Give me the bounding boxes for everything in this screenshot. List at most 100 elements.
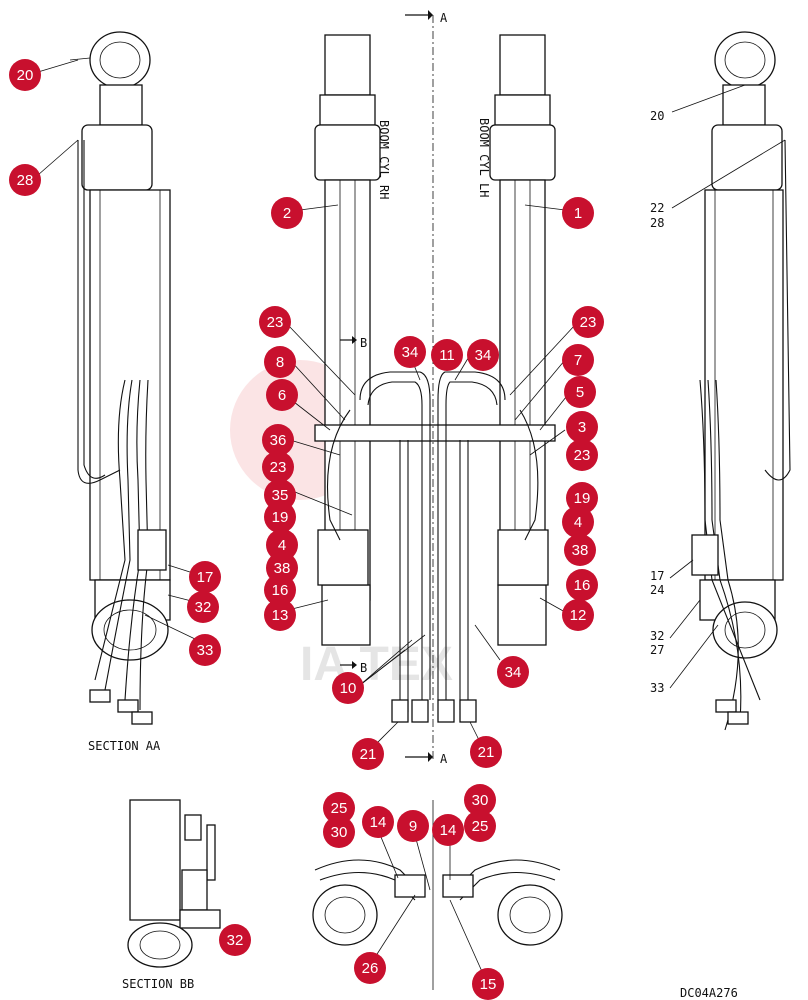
callout-5-label: 5 — [576, 384, 584, 401]
callout-3: 3 — [566, 411, 598, 443]
callout-36: 36 — [262, 424, 294, 456]
callout-23: 23 — [262, 451, 294, 483]
callout-4-marker — [266, 529, 298, 561]
ref-32-text: 32 — [650, 629, 664, 643]
callout-15-label: 15 — [480, 976, 497, 993]
callout-21-label: 21 — [478, 744, 495, 761]
callout-6-marker — [266, 379, 298, 411]
callout-34-label: 34 — [505, 664, 522, 681]
section-aa-label: SECTION AA — [88, 739, 161, 753]
callout-14-label: 14 — [440, 822, 457, 839]
callout-5-marker — [564, 376, 596, 408]
callout-21: 21 — [470, 736, 502, 768]
callout-16: 16 — [566, 569, 598, 601]
text-labels: SECTION AA SECTION BB DC04A276 BOOM CYL … — [88, 11, 786, 1000]
ref-33-text: 33 — [650, 681, 664, 695]
callout-21-marker — [470, 736, 502, 768]
boom-cyl-lh-label: BOOM CYL LH — [477, 118, 491, 197]
callout-13-marker — [264, 599, 296, 631]
center-cylinders — [314, 10, 556, 762]
callout-34-label: 34 — [475, 347, 492, 364]
ref-24-text: 24 — [650, 583, 664, 597]
callout-17-marker — [189, 561, 221, 593]
callout-23-marker — [262, 451, 294, 483]
ref-22-text: 22 — [650, 201, 664, 215]
section-marker-b-top: B — [360, 336, 367, 350]
callout-1-label: 1 — [574, 205, 582, 222]
callout-21: 21 — [352, 738, 384, 770]
callout-26: 26 — [354, 952, 386, 984]
callout-4: 4 — [266, 529, 298, 561]
callout-6: 6 — [266, 379, 298, 411]
section-marker-b-bottom: B — [360, 661, 367, 675]
callout-7-marker — [562, 344, 594, 376]
callout-32-marker — [187, 591, 219, 623]
callout-23-marker — [566, 439, 598, 471]
callout-32-marker — [219, 924, 251, 956]
callout-34-marker — [394, 336, 426, 368]
callout-32: 32 — [187, 591, 219, 623]
callout-14: 14 — [432, 814, 464, 846]
callout-3-label: 3 — [578, 419, 586, 436]
callout-14-marker — [362, 806, 394, 838]
callout-19: 19 — [264, 501, 296, 533]
callout-34: 34 — [394, 336, 426, 368]
callout-3-marker — [566, 411, 598, 443]
callout-10: 10 — [332, 672, 364, 704]
callout-35-marker — [264, 479, 296, 511]
callout-17: 17 — [189, 561, 221, 593]
drawing-code: DC04A276 — [680, 986, 738, 1000]
callout-38-label: 38 — [572, 542, 589, 559]
callout-32-label: 32 — [227, 932, 244, 949]
callout-34-label: 34 — [402, 344, 419, 361]
ref-20-text: 20 — [650, 109, 664, 123]
callout-4-marker — [562, 506, 594, 538]
callout-23: 23 — [566, 439, 598, 471]
callout-25-label: 25 — [472, 818, 489, 835]
callout-28: 28 — [9, 164, 41, 196]
callout-30: 30 — [323, 816, 355, 848]
callout-16-marker — [566, 569, 598, 601]
callout-19-marker — [566, 482, 598, 514]
callout-5: 5 — [564, 376, 596, 408]
callout-16-marker — [264, 574, 296, 606]
callout-30-label: 30 — [472, 792, 489, 809]
callout-4: 4 — [562, 506, 594, 538]
callout-7-label: 7 — [574, 352, 582, 369]
callout-36-label: 36 — [270, 432, 287, 449]
callout-33-marker — [189, 634, 221, 666]
callout-12-label: 12 — [570, 607, 587, 624]
callout-19-label: 19 — [574, 490, 591, 507]
callout-38: 38 — [564, 534, 596, 566]
callout-19-marker — [264, 501, 296, 533]
callout-9: 9 — [397, 810, 429, 842]
section-bb-label: SECTION BB — [122, 977, 194, 991]
callout-26-label: 26 — [362, 960, 379, 977]
callout-14-marker — [432, 814, 464, 846]
callout-2-marker — [271, 197, 303, 229]
callout-8-label: 8 — [276, 354, 284, 371]
callout-10-label: 10 — [340, 680, 357, 697]
section-bb-view — [127, 799, 221, 968]
callout-26-marker — [354, 952, 386, 984]
callout-2-label: 2 — [283, 205, 291, 222]
callout-4-label: 4 — [278, 537, 286, 554]
callout-23-marker — [259, 306, 291, 338]
callout-16-label: 16 — [574, 577, 591, 594]
callout-23: 23 — [572, 306, 604, 338]
callout-7: 7 — [562, 344, 594, 376]
callout-1-marker — [562, 197, 594, 229]
callout-28-label: 28 — [17, 172, 34, 189]
ref-28-text: 28 — [650, 216, 664, 230]
callout-14-label: 14 — [370, 814, 387, 831]
callout-1: 1 — [562, 197, 594, 229]
callout-15-marker — [472, 968, 504, 1000]
boom-cyl-rh-label: BOOM CYL RH — [377, 120, 391, 199]
callout-28-marker — [9, 164, 41, 196]
callout-13-label: 13 — [272, 607, 289, 624]
callout-33: 33 — [189, 634, 221, 666]
callout-35-label: 35 — [272, 487, 289, 504]
callout-33-label: 33 — [197, 642, 214, 659]
